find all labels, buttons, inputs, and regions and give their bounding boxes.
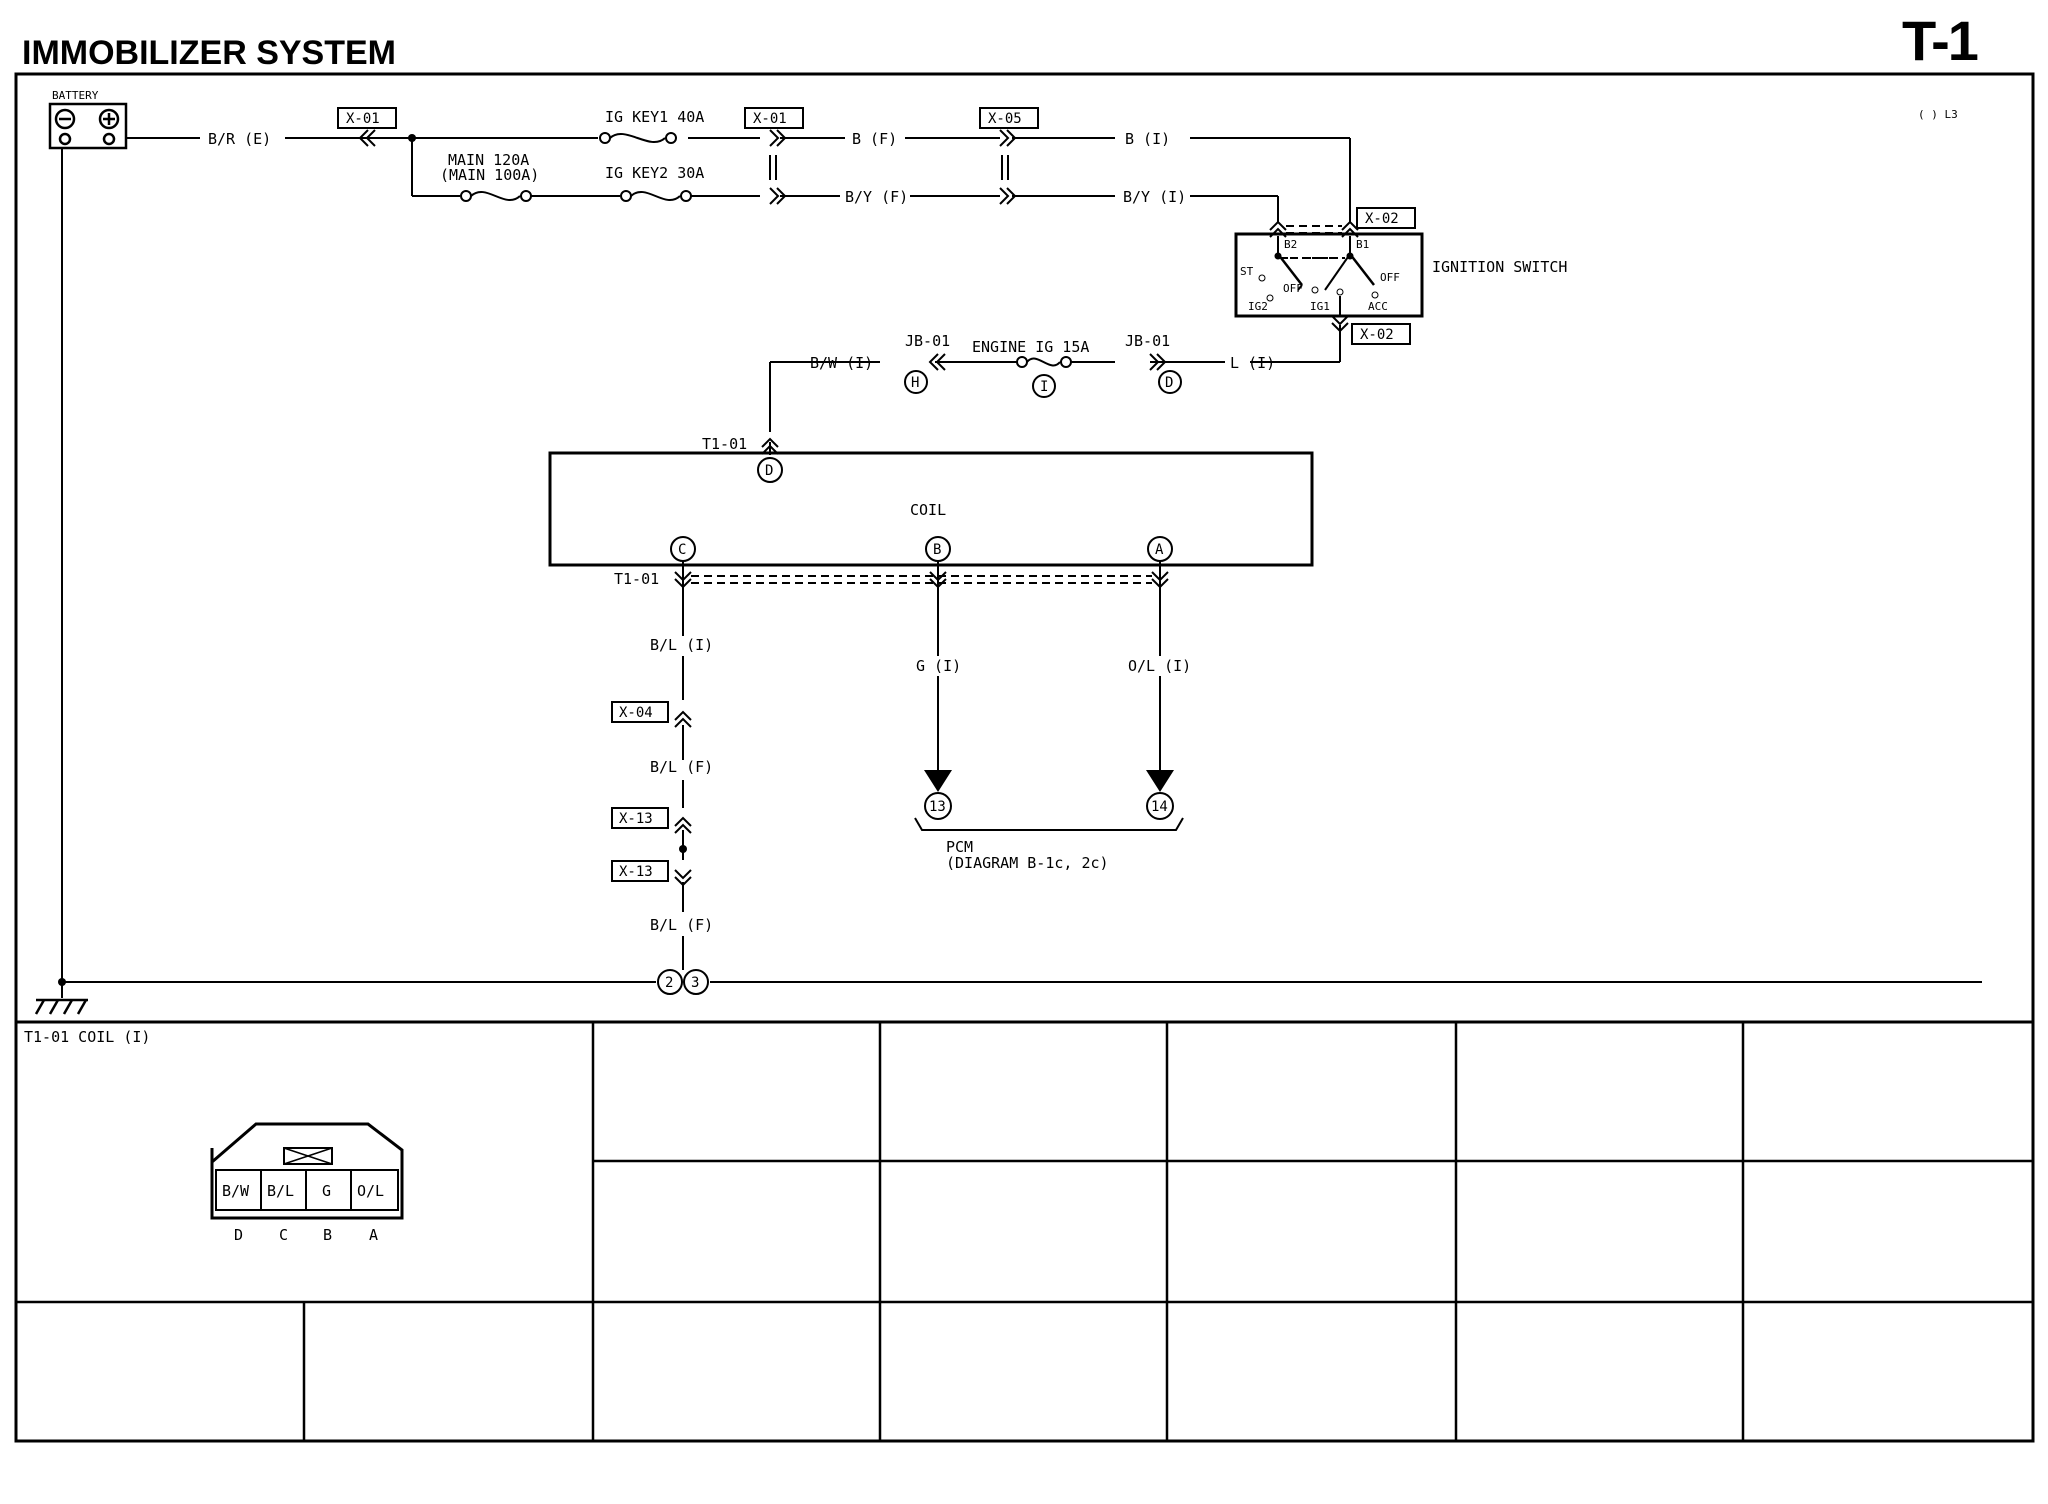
tag-x01-b: X-01 <box>753 111 787 127</box>
tag-x13-b: X-13 <box>619 864 653 880</box>
label-main-fuse-alt: (MAIN 100A) <box>440 166 539 184</box>
wire-bw-i: B/W (I) <box>810 354 873 372</box>
tag-x02-top: X-02 <box>1365 211 1399 227</box>
tag-jb01-right: JB-01 <box>1125 332 1170 350</box>
coil-label: COIL <box>910 501 946 519</box>
connector-pin-4: O/L <box>357 1182 384 1200</box>
ground-junction <box>58 978 66 986</box>
pcm-bracket <box>914 817 1184 831</box>
tag-x04: X-04 <box>619 705 653 721</box>
wire-by-i: B/Y (I) <box>1123 188 1186 206</box>
wire-splice-marks <box>769 155 1009 180</box>
wire-labels: B/R (E) B (F) B (I) B/Y (F) B/Y (I) B/W … <box>208 130 1275 934</box>
pcm-terminal-13: 13 <box>929 799 946 815</box>
pcm-label: PCM <box>946 838 973 856</box>
junction-x13 <box>679 845 687 853</box>
switch-b2: B2 <box>1284 238 1297 251</box>
pcm-terminals <box>924 792 1174 820</box>
battery-label: BATTERY <box>52 89 99 102</box>
wire-ol-i: O/L (I) <box>1128 657 1191 675</box>
switch-off-right: OFF <box>1380 271 1400 284</box>
connector-view-caption: T1-01 COIL (I) <box>24 1028 150 1046</box>
terminal-h: H <box>911 375 919 391</box>
connector-letter-4: A <box>369 1226 378 1244</box>
coil-terminal-c: C <box>678 542 686 558</box>
coil-terminal-b: B <box>933 542 941 558</box>
wire-bl-f-1: B/L (F) <box>650 758 713 776</box>
tag-x02-bottom: X-02 <box>1360 327 1394 343</box>
switch-ig2: IG2 <box>1248 300 1268 313</box>
label-ig-key1: IG KEY1 40A <box>605 108 704 126</box>
ground-terminal-2: 2 <box>665 975 673 991</box>
connector-pin-3: G <box>322 1182 331 1200</box>
connector-tags <box>337 107 1416 882</box>
reference-grid <box>16 1022 2033 1441</box>
terminal-d-jb: D <box>1165 375 1173 391</box>
label-ignition-switch: IGNITION SWITCH <box>1432 258 1567 276</box>
coil-box <box>548 451 1314 567</box>
switch-ig1: IG1 <box>1310 300 1330 313</box>
tag-t101-bottom: T1-01 <box>614 570 659 588</box>
connector-letter-1: D <box>234 1226 243 1244</box>
tag-x13-a: X-13 <box>619 811 653 827</box>
junction-main <box>408 134 416 142</box>
legend-note: ( ) L3 <box>1918 108 1958 121</box>
wire-l-i: L (I) <box>1230 354 1275 372</box>
connector-letter-3: B <box>323 1226 332 1244</box>
connector-chevrons <box>358 129 1359 887</box>
tag-x01-a: X-01 <box>346 111 380 127</box>
fuse-symbols <box>460 132 1072 368</box>
tag-x05: X-05 <box>988 111 1022 127</box>
connector-face <box>210 1122 404 1220</box>
page-code: T-1 <box>1902 9 1979 72</box>
tag-t101-top: T1-01 <box>702 435 747 453</box>
wire-by-f: B/Y (F) <box>845 188 908 206</box>
diagram-frame <box>14 72 2035 1443</box>
connector-pin-2: B/L <box>267 1182 294 1200</box>
coil-terminal-d: D <box>765 463 773 479</box>
connector-pin-1: B/W <box>222 1182 250 1200</box>
wire-bl-f-2: B/L (F) <box>650 916 713 934</box>
switch-off-left: OFF <box>1283 282 1303 295</box>
ground-symbol <box>34 998 88 1015</box>
wire-network <box>61 137 1982 998</box>
label-engine-ig: ENGINE IG 15A <box>972 338 1089 356</box>
switch-st: ST <box>1240 265 1254 278</box>
wire-g-i: G (I) <box>916 657 961 675</box>
wire-b-i: B (I) <box>1125 130 1170 148</box>
wire-bl-i: B/L (I) <box>650 636 713 654</box>
label-main-fuse: MAIN 120A <box>448 151 529 169</box>
switch-b1: B1 <box>1356 238 1369 251</box>
pcm-arrows <box>924 770 1174 792</box>
wire-br-e: B/R (E) <box>208 130 271 148</box>
connector-dashed-links <box>691 225 1345 584</box>
pcm-terminal-14: 14 <box>1151 799 1168 815</box>
jb-terminals <box>904 370 1182 398</box>
switch-acc: ACC <box>1368 300 1388 313</box>
ground-terminal-3: 3 <box>691 975 699 991</box>
tag-jb01-left: JB-01 <box>905 332 950 350</box>
battery-symbol <box>48 102 128 150</box>
ignition-switch <box>1234 232 1424 318</box>
pcm-ref: (DIAGRAM B-1c, 2c) <box>946 854 1109 872</box>
page-title: IMMOBILIZER SYSTEM <box>22 34 396 72</box>
ground-terminals <box>657 969 709 995</box>
label-ig-key2: IG KEY2 30A <box>605 164 704 182</box>
connector-letter-2: C <box>279 1226 288 1244</box>
coil-terminal-a: A <box>1155 542 1164 558</box>
wire-b-f: B (F) <box>852 130 897 148</box>
terminal-i: I <box>1040 379 1048 395</box>
